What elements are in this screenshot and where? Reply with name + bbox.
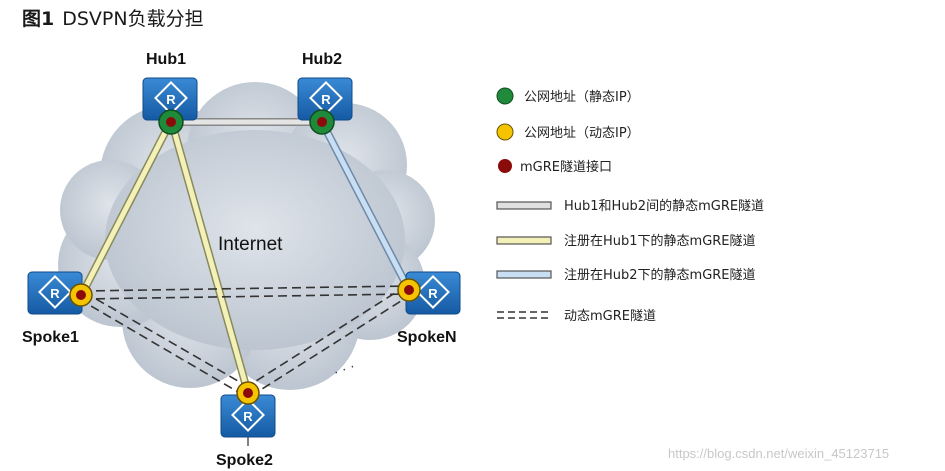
spokeN-label: SpokeN [397,329,457,346]
more-spokes-ellipsis: · · · [331,357,357,379]
blue-tunnel-icon [496,270,552,279]
hub2-label: Hub2 [302,51,342,68]
router-r-icon: R [428,286,438,301]
legend-hub2-tunnel: 注册在Hub2下的静态mGRE隧道 [496,267,756,283]
legend-static-ip: 公网地址（静态IP） [496,87,640,105]
spoke2-dynamic-ip-point [236,381,260,405]
legend-label: 注册在Hub2下的静态mGRE隧道 [564,267,756,283]
hub2-static-ip-point [309,109,335,135]
router-r-icon: R [166,92,176,107]
spokeN-dynamic-ip-point [397,278,421,302]
legend-label: 公网地址（静态IP） [524,90,640,105]
legend-label: mGRE隧道接口 [520,159,612,175]
red-dot-icon [498,159,512,173]
spoke2-router: R [220,394,276,446]
spokeN-router: R [405,271,461,315]
yellow-dot-icon [496,123,514,141]
hub1-static-ip-point [158,109,184,135]
figure-number: 图1 [22,8,55,30]
legend-label: Hub1和Hub2间的静态mGRE隧道 [564,198,764,214]
legend-dynamic-tunnel: 动态mGRE隧道 [497,308,656,324]
hub1-router: R [142,77,198,121]
spoke1-label: Spoke1 [22,329,79,346]
legend-label: 动态mGRE隧道 [564,308,656,324]
legend-dynamic-ip: 公网地址（动态IP） [496,123,640,141]
dynamic-tunnel-spoke1-spoke2 [78,291,251,397]
legend: 公网地址（静态IP） 公网地址（动态IP） mGRE隧道接口 Hub1和Hub2… [496,87,764,324]
dynamic-tunnel-spoke1-spokeN [81,285,409,300]
internet-label: Internet [218,234,283,255]
watermark: https://blog.csdn.net/weixin_45123715 [668,446,889,461]
legend-hub-hub-tunnel: Hub1和Hub2间的静态mGRE隧道 [496,198,764,214]
legend-label: 注册在Hub1下的静态mGRE隧道 [564,233,756,249]
dashed-tunnel-icon [497,311,551,319]
hub1-spoke2-tunnel [168,119,252,397]
dynamic-tunnel-spokeN-spoke2 [244,285,413,397]
router-r-icon: R [50,286,60,301]
spoke2-label: Spoke2 [216,452,273,469]
green-dot-icon [496,87,514,105]
yellow-tunnel-icon [496,236,552,245]
spoke1-dynamic-ip-point [69,283,93,307]
figure-title: 图1 DSVPN负载分担 [22,4,204,31]
hub1-spoke1-tunnel [77,119,174,300]
figure-caption: DSVPN负载分担 [62,8,204,30]
hub2-spokeN-tunnel [318,118,413,294]
legend-label: 公网地址（动态IP） [524,126,640,141]
legend-hub1-tunnel: 注册在Hub1下的静态mGRE隧道 [496,233,756,249]
hub1-label: Hub1 [146,51,186,68]
gray-tunnel-icon [496,201,552,210]
legend-mgre-interface: mGRE隧道接口 [498,159,612,175]
router-r-icon: R [321,92,331,107]
router-r-icon: R [243,409,253,424]
